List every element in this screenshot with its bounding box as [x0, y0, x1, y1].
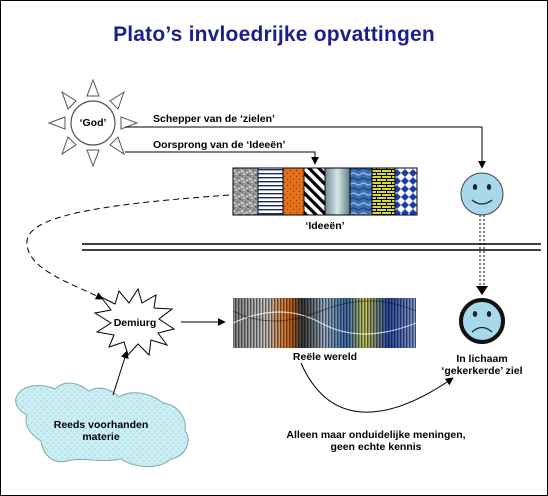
label-materie: Reeds voorhanden materie — [41, 419, 161, 443]
label-lichaam-line1: In lichaam — [456, 353, 508, 365]
separator-line — [82, 243, 541, 251]
arrow-materie-demiurg — [112, 350, 129, 396]
sun-god-icon — [47, 78, 139, 168]
label-oorsprong: Oorsprong van de ‘Ideeën’ — [153, 139, 286, 151]
arrow-ideeen-demiurg — [26, 194, 230, 300]
label-materie-line2: materie — [82, 431, 120, 443]
materie-blob — [15, 382, 189, 467]
arrow-wereld-ziel — [300, 362, 454, 413]
label-reele-wereld: Reële wereld — [292, 351, 358, 363]
label-meningen-line2: geen echte kennis — [330, 441, 422, 453]
arrow-oorsprong — [125, 151, 319, 165]
page-title: Plato’s invloedrijke opvattingen — [113, 23, 435, 46]
label-schepper: Schepper van de ‘zielen’ — [153, 113, 275, 125]
arrow-incarnation — [476, 215, 488, 295]
label-meningen: Alleen maar onduidelijke meningen, geen … — [271, 429, 481, 453]
label-meningen-line1: Alleen maar onduidelijke meningen, — [286, 429, 466, 441]
ideeen-bar — [232, 167, 418, 216]
label-demiurg: Demiurg — [113, 317, 157, 329]
happy-smiley-icon — [460, 172, 504, 216]
sad-smiley-icon — [459, 298, 505, 344]
label-ideeen: ‘Ideeën’ — [305, 220, 345, 232]
arrow-schepper — [125, 126, 486, 169]
label-lichaam-line2: ‘gekerkerde’ ziel — [441, 365, 523, 377]
demiurg-starburst — [93, 287, 176, 357]
label-lichaam: In lichaam ‘gekerkerde’ ziel — [421, 353, 543, 377]
reele-wereld-bar — [232, 298, 417, 348]
label-materie-line1: Reeds voorhanden — [53, 419, 149, 431]
label-god: ‘God’ — [79, 117, 107, 129]
